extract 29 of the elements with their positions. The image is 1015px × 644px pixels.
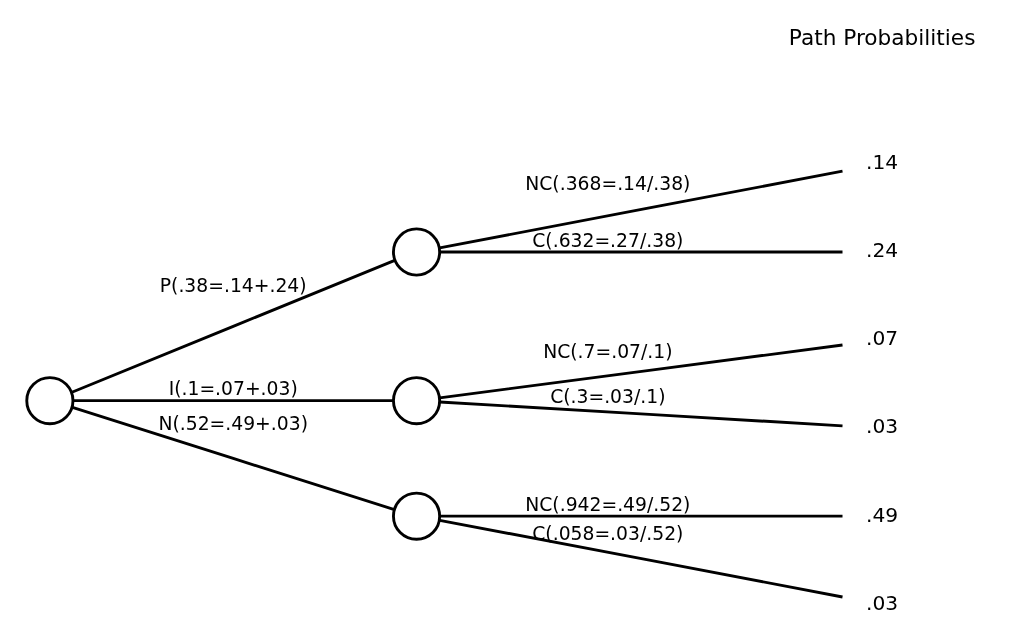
- node-text: .03: [866, 590, 899, 615]
- node-circle: [392, 491, 442, 541]
- connector: [439, 518, 843, 599]
- node-text: .03: [866, 414, 899, 439]
- edge-label: NC(.368=.14/.38): [525, 173, 691, 195]
- edge-label: C(.058=.03/.52): [532, 522, 684, 544]
- label: Path Probabilities: [788, 24, 976, 50]
- node-text: .49: [866, 502, 899, 527]
- edge-label: P(.38=.14+.24): [159, 274, 307, 296]
- connector: [73, 399, 394, 403]
- node-circle: [25, 376, 75, 426]
- connector: [439, 400, 843, 428]
- connector: [439, 250, 843, 254]
- edge-label: I(.1=.07+.03): [168, 378, 298, 400]
- edge-label: C(.632=.27/.38): [532, 229, 684, 251]
- connector: [72, 406, 395, 511]
- edge-label: N(.52=.49+.03): [158, 413, 308, 435]
- node-text: .07: [866, 326, 899, 351]
- node-text: .14: [866, 150, 899, 175]
- connector: [439, 343, 843, 400]
- node-circle: [392, 227, 442, 277]
- edge-label: C(.3=.03/.1): [550, 385, 666, 407]
- node-circle: [392, 376, 442, 426]
- edge-label: NC(.7=.07/.1): [543, 340, 673, 362]
- connector: [439, 169, 843, 250]
- node-text: .24: [866, 238, 899, 263]
- connector: [71, 258, 396, 394]
- edge-label: NC(.942=.49/.52): [525, 493, 691, 515]
- connector: [439, 514, 843, 518]
